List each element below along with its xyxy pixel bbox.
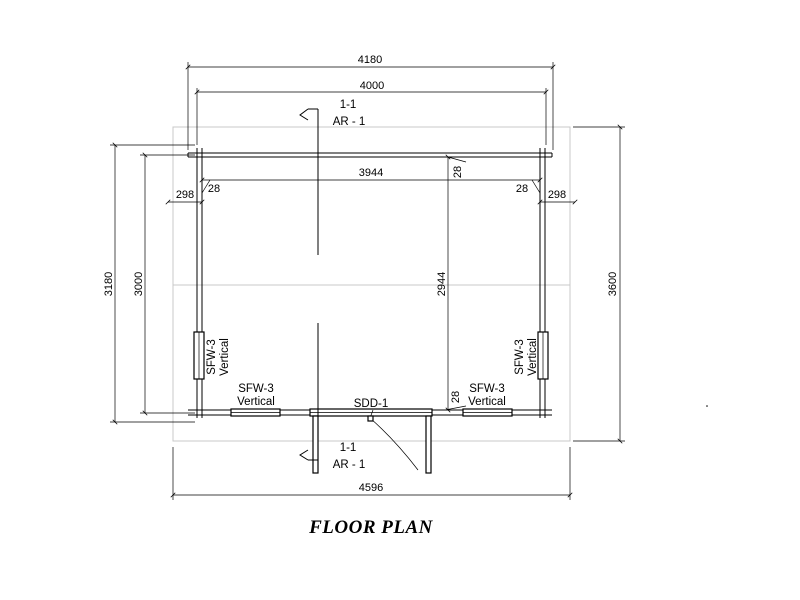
dim-3180: 3180: [103, 272, 115, 296]
dim-4000: 4000: [360, 80, 384, 92]
dim-28-bottom-right: 28: [450, 391, 462, 403]
section-bottom-ref: AR - 1: [333, 459, 366, 471]
dim-28-top-right: 28: [516, 183, 528, 195]
dim-298-right: 298: [548, 189, 566, 201]
side-window-right: [537, 331, 549, 380]
dim-2944: 2944: [436, 272, 448, 296]
front-window-left-orient: Vertical: [237, 396, 275, 408]
front-window-right-orient: Vertical: [468, 396, 506, 408]
dim-4596: 4596: [359, 482, 383, 494]
side-window-left-orient: Vertical: [219, 338, 231, 376]
front-window-left: [230, 408, 281, 417]
dim-28-top-mid: 28: [452, 166, 464, 178]
front-window-right-code: SFW-3: [469, 383, 505, 395]
front-window-left-code: SFW-3: [238, 383, 274, 395]
walls: [187, 148, 553, 418]
dim-298-left: 298: [176, 189, 194, 201]
door-sdd-1: [309, 408, 433, 474]
roof-outline: [172, 126, 571, 442]
section-top-id: 1-1: [340, 99, 357, 111]
door-label: SDD-1: [354, 398, 389, 410]
dim-3600: 3600: [607, 272, 619, 296]
section-bottom-id: 1-1: [340, 442, 357, 454]
side-window-right-code: SFW-3: [514, 339, 526, 375]
dim-3944: 3944: [359, 167, 383, 179]
side-window-left: [193, 331, 205, 380]
side-window-right-orient: Vertical: [527, 338, 539, 376]
stray-dot: [706, 405, 708, 407]
dim-4180: 4180: [358, 54, 382, 66]
drawing-title: FLOOR PLAN: [308, 517, 434, 538]
front-window-right: [462, 408, 513, 417]
dimension-lines: [110, 62, 625, 500]
section-top-ref: AR - 1: [333, 116, 366, 128]
dim-28-top-left: 28: [208, 183, 220, 195]
side-window-left-code: SFW-3: [206, 339, 218, 375]
dim-3000: 3000: [133, 272, 145, 296]
